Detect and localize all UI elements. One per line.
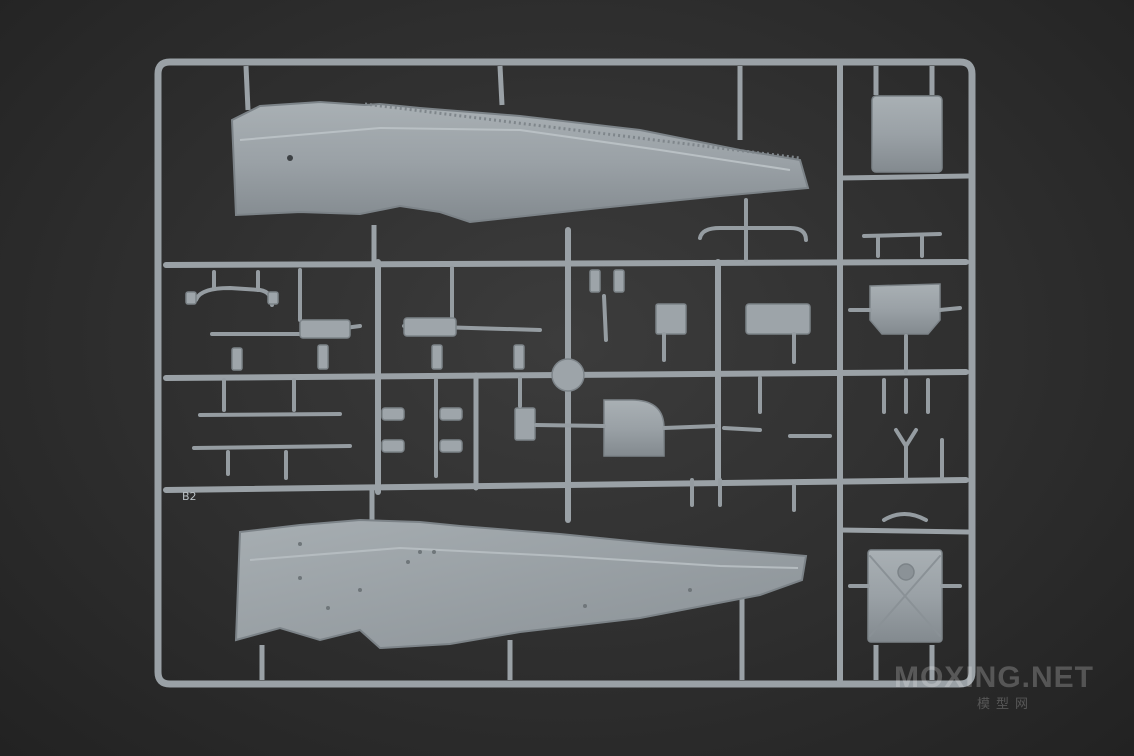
frame-outer [154, 58, 976, 688]
fuselage-half-lower [234, 518, 808, 650]
watermark-main: MOXING.NET [893, 661, 1094, 694]
watermark-sub: 模型网 [976, 697, 1034, 712]
fuselage-half-upper [230, 100, 810, 224]
small-parts-center [514, 269, 811, 457]
gate-stubs [243, 65, 935, 680]
watermark: MOXING.NET 模型网 [894, 661, 1094, 712]
sprue-code-label: B2 [182, 490, 197, 503]
small-parts-left-blocks [185, 291, 525, 453]
small-parts-right [867, 95, 943, 643]
small-parts-left [192, 266, 542, 480]
